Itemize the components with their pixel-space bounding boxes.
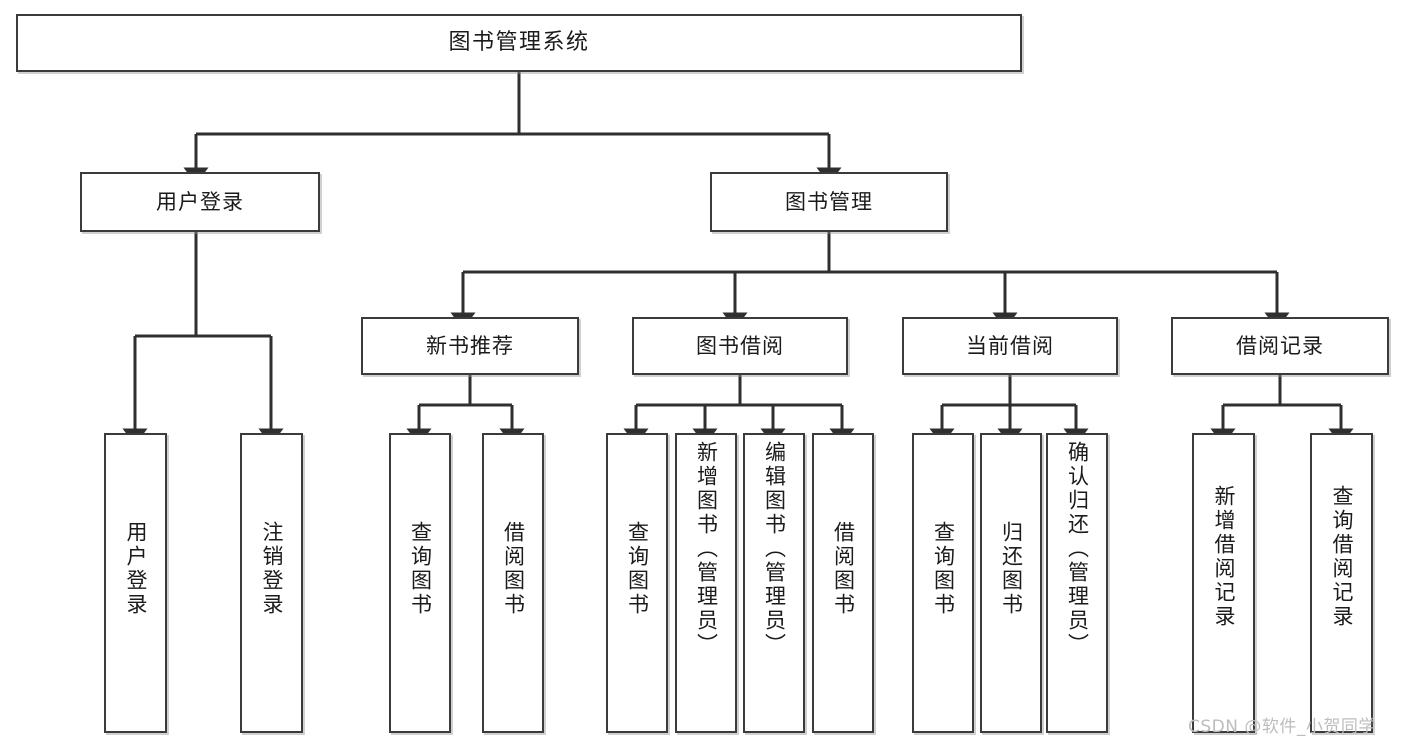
- leaf-borrow-book-recommend[interactable]: 借阅图书: [482, 433, 544, 733]
- node-label: 新书推荐: [426, 333, 514, 358]
- node-book-management[interactable]: 图书管理: [710, 172, 948, 232]
- node-label: 用户登录: [124, 521, 148, 617]
- node-label: 查询借阅记录: [1330, 485, 1354, 629]
- node-label: 编辑图书（管理员）: [762, 441, 787, 657]
- leaf-confirm-return-admin[interactable]: 确认归还（管理员）: [1046, 433, 1108, 733]
- leaf-query-book-recommend[interactable]: 查询图书: [389, 433, 451, 733]
- leaf-query-borrow-record[interactable]: 查询借阅记录: [1310, 433, 1373, 733]
- leaf-borrow-book[interactable]: 借阅图书: [812, 433, 874, 733]
- node-label: 借阅图书: [501, 521, 526, 617]
- node-label: 新增借阅记录: [1212, 485, 1236, 629]
- node-label: 当前借阅: [966, 333, 1054, 358]
- node-root[interactable]: 图书管理系统: [16, 14, 1022, 72]
- node-label: 注销登录: [260, 521, 284, 617]
- node-label: 图书管理系统: [448, 30, 590, 56]
- node-user-login[interactable]: 用户登录: [80, 172, 320, 232]
- leaf-edit-book-admin[interactable]: 编辑图书（管理员）: [743, 433, 805, 733]
- node-label: 图书借阅: [696, 333, 784, 358]
- node-new-book-recommend[interactable]: 新书推荐: [361, 317, 579, 375]
- node-label: 新增图书（管理员）: [694, 441, 719, 657]
- node-borrow-record[interactable]: 借阅记录: [1171, 317, 1389, 375]
- node-label: 借阅图书: [831, 521, 856, 617]
- node-label: 查询图书: [931, 521, 956, 617]
- leaf-logout[interactable]: 注销登录: [240, 433, 303, 733]
- edge-paths: [122, 72, 1354, 446]
- node-label: 借阅记录: [1236, 333, 1324, 358]
- csdn-watermark: CSDN @软件_小贺同学: [1188, 717, 1376, 737]
- leaf-add-borrow-record[interactable]: 新增借阅记录: [1192, 433, 1255, 733]
- node-label: 用户登录: [156, 189, 244, 214]
- leaf-query-book-borrow[interactable]: 查询图书: [606, 433, 668, 733]
- node-label: 确认归还（管理员）: [1065, 441, 1090, 657]
- node-label: 查询图书: [625, 521, 650, 617]
- node-label: 归还图书: [999, 521, 1024, 617]
- leaf-query-book-current[interactable]: 查询图书: [912, 433, 974, 733]
- node-book-borrow[interactable]: 图书借阅: [632, 317, 848, 375]
- leaf-return-book[interactable]: 归还图书: [980, 433, 1042, 733]
- node-label: 查询图书: [408, 521, 433, 617]
- leaf-add-book-admin[interactable]: 新增图书（管理员）: [675, 433, 737, 733]
- node-current-borrow[interactable]: 当前借阅: [902, 317, 1118, 375]
- leaf-user-login[interactable]: 用户登录: [104, 433, 167, 733]
- node-label: 图书管理: [785, 189, 873, 214]
